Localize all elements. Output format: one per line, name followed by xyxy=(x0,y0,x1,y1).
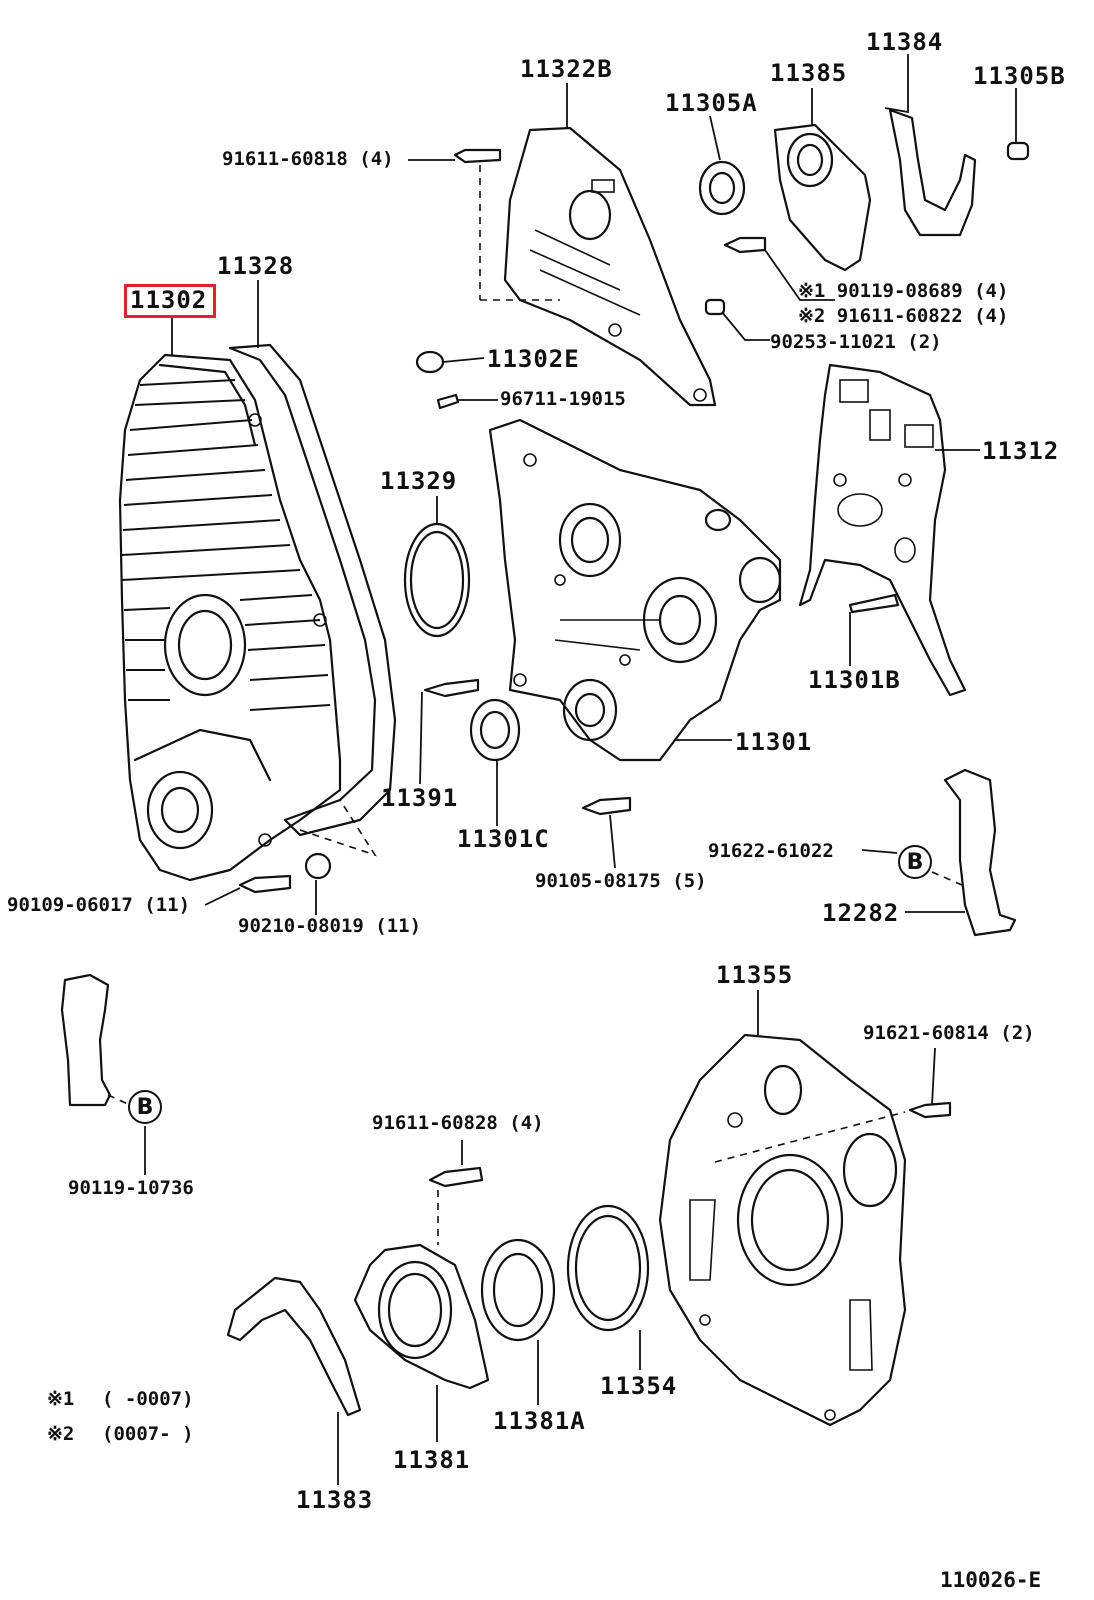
bracket-12282-drawing xyxy=(943,768,1017,937)
note-mark-1: ※1 xyxy=(47,1388,75,1410)
oil-seal-11354-drawing xyxy=(566,1204,650,1332)
oil-seal-11381a-drawing xyxy=(480,1238,556,1342)
pin-11305b-drawing xyxy=(1006,141,1030,161)
cover-gasket-drawing xyxy=(228,343,397,837)
oil-seal-11305a-drawing xyxy=(698,160,746,216)
upper-cover-drawing xyxy=(503,126,717,407)
plate-11383-drawing xyxy=(226,1276,362,1417)
timing-belt-cover-drawing xyxy=(118,353,342,882)
part-label-11384[interactable]: 11384 xyxy=(866,28,944,56)
part-label-11302e[interactable]: 11302E xyxy=(487,345,580,373)
note-mark-2: ※2 xyxy=(47,1423,75,1445)
o-ring-11329-drawing xyxy=(403,522,471,638)
end-plate-11355-drawing xyxy=(658,1033,907,1427)
part-label-11329[interactable]: 11329 xyxy=(380,467,458,495)
part-label-90105-08175[interactable]: 90105-08175 (5) xyxy=(535,870,707,892)
part-label-11301[interactable]: 11301 xyxy=(735,728,813,756)
part-label-11385[interactable]: 11385 xyxy=(770,59,848,87)
gasket-11312-drawing xyxy=(798,363,967,697)
part-label-91621-60814[interactable]: 91621-60814 (2) xyxy=(863,1022,1035,1044)
part-label-90210-08019[interactable]: 90210-08019 (11) xyxy=(238,915,422,937)
part-label-11305a[interactable]: 11305A xyxy=(665,89,758,117)
leader-lines xyxy=(144,54,1017,1485)
part-label-11381[interactable]: 11381 xyxy=(393,1446,471,1474)
retainer-11381-drawing xyxy=(353,1243,490,1390)
part-label-11391[interactable]: 11391 xyxy=(381,784,459,812)
part-label-90119-08689[interactable]: ※1 90119-08689 (4) xyxy=(798,280,1009,302)
part-label-90119-10736[interactable]: 90119-10736 xyxy=(68,1177,194,1199)
note-range-2: (0007- ) xyxy=(102,1423,194,1445)
part-label-91611-60818[interactable]: 91611-60818 (4) xyxy=(222,148,394,170)
part-label-91622-61022[interactable]: 91622-61022 xyxy=(708,840,834,862)
drawing-number: 110026-E xyxy=(940,1568,1042,1592)
part-label-11381a[interactable]: 11381A xyxy=(493,1407,586,1435)
bolt-drawings xyxy=(238,148,952,1188)
part-label-90253-11021[interactable]: 90253-11021 (2) xyxy=(770,331,942,353)
part-label-96711-19015[interactable]: 96711-19015 xyxy=(500,388,626,410)
part-label-11322b[interactable]: 11322B xyxy=(520,55,613,83)
part-label-11328[interactable]: 11328 xyxy=(217,252,295,280)
plate-11384-drawing xyxy=(888,108,977,237)
part-label-12282[interactable]: 12282 xyxy=(822,899,900,927)
part-label-11305b[interactable]: 11305B xyxy=(973,62,1066,90)
oil-seal-11301c-drawing xyxy=(469,698,521,762)
retainer-11385-drawing xyxy=(773,123,872,272)
highlight-box-11302 xyxy=(124,284,216,318)
oil-seal-11305a-inner xyxy=(708,171,736,205)
part-label-91611-60828[interactable]: 91611-60828 (4) xyxy=(372,1112,544,1134)
part-label-11301c[interactable]: 11301C xyxy=(457,825,550,853)
part-label-11312[interactable]: 11312 xyxy=(982,437,1060,465)
part-label-11355[interactable]: 11355 xyxy=(716,961,794,989)
part-label-91611-60822[interactable]: ※2 91611-60822 (4) xyxy=(798,305,1009,327)
pin-90253-drawing xyxy=(704,298,726,316)
timing-case-11301-drawing xyxy=(488,418,782,762)
part-label-11302[interactable]: 11302 xyxy=(130,286,208,314)
part-label-11301b[interactable]: 11301B xyxy=(808,666,901,694)
plug-11302e-drawing xyxy=(415,350,445,374)
part-label-90109-06017[interactable]: 90109-06017 (11) xyxy=(7,894,191,916)
washer-90210-drawing xyxy=(304,852,332,880)
callout-b-left: B xyxy=(128,1090,162,1124)
part-label-11354[interactable]: 11354 xyxy=(600,1372,678,1400)
bracket-b-drawing xyxy=(60,973,112,1107)
part-label-11383[interactable]: 11383 xyxy=(296,1486,374,1514)
callout-b-right: B xyxy=(898,845,932,879)
note-range-1: ( -0007) xyxy=(102,1388,194,1410)
